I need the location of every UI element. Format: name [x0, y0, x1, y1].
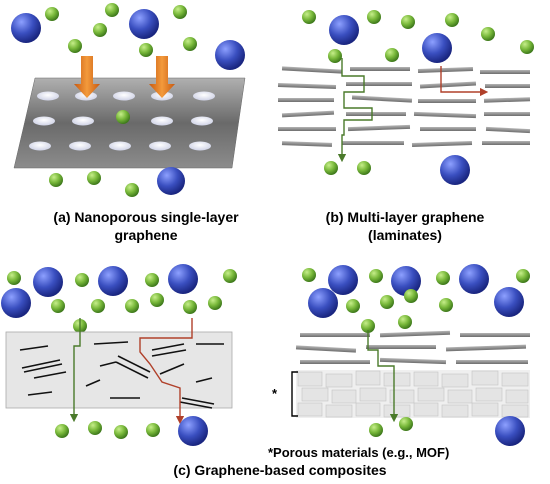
panel-c-right-permeate-molecules: [369, 416, 525, 446]
panel-c-left: [1, 264, 237, 446]
panel-c-right-feed-molecules: [302, 264, 530, 333]
panel-c-left-feed-molecules: [1, 264, 237, 333]
graphene-laminate-sheets: [277, 66, 531, 148]
green-path-mof: [367, 330, 399, 423]
panel-b-permeate-molecules: [324, 155, 470, 185]
molecule-in-pore: [116, 110, 130, 124]
caption-b-line2: (laminates): [368, 227, 442, 243]
mof-bracket: [291, 371, 298, 417]
caption-a-line2: graphene: [114, 227, 178, 243]
panel-a-feed-molecules: [11, 3, 245, 70]
polymer-matrix: [5, 331, 233, 409]
panel-b-transport-paths: [337, 58, 489, 163]
panel-b: [277, 10, 534, 185]
porous-mof-layer: [296, 370, 530, 418]
mof-bracket-marker: *: [272, 386, 278, 401]
panel-c-right-graphene-sheets: [295, 330, 530, 365]
panel-c-left-transport-paths: [69, 318, 193, 425]
porous-materials-note: *Porous materials (e.g., MOF): [268, 445, 450, 460]
caption-b-line1: (b) Multi-layer graphene: [325, 209, 485, 225]
red-path-composite: [139, 318, 193, 425]
panel-c-right: [291, 264, 530, 446]
panel-a-permeate-molecules: [49, 167, 185, 197]
nanoporous-graphene-sheet: [13, 77, 246, 169]
caption-a-line1: (a) Nanoporous single-layer: [53, 209, 239, 225]
embedded-graphene-flakes: [19, 341, 224, 409]
panel-a: [11, 3, 246, 197]
green-tortuous-path: [337, 58, 373, 163]
red-blocked-path: [440, 66, 489, 97]
green-path-composite: [69, 318, 81, 423]
panel-c-left-permeate-molecules: [55, 416, 208, 446]
panel-b-feed-molecules: [302, 10, 534, 63]
caption-c: (c) Graphene-based composites: [173, 462, 387, 478]
orange-flow-arrows: [74, 56, 175, 98]
